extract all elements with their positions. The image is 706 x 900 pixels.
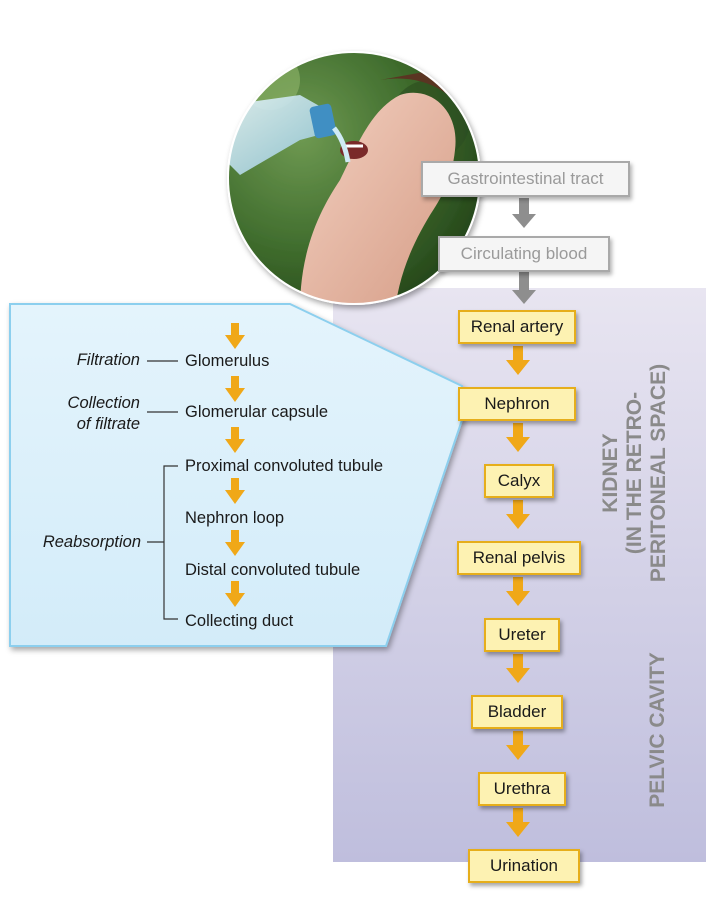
reabsorption-label: Reabsorption <box>42 533 141 551</box>
label-connector-lines <box>147 360 178 620</box>
kidney-label-line3: PERITONEAL SPACE) <box>647 363 670 583</box>
step-glomerulus: Glomerulus <box>185 352 270 370</box>
circulating-blood-box: Circulating blood <box>438 236 610 272</box>
pelvic-cavity-label: PELVIC CAVITY <box>646 652 669 808</box>
step-nephron-loop: Nephron loop <box>185 509 285 527</box>
bladder-label: Bladder <box>487 702 547 721</box>
renal-pelvis-box: Renal pelvis <box>457 541 581 575</box>
filtration-label: Filtration <box>76 351 140 369</box>
renal-pelvis-label: Renal pelvis <box>472 548 566 567</box>
urethra-label: Urethra <box>493 779 551 798</box>
ureter-box: Ureter <box>484 618 560 652</box>
nephron-flow-arrows <box>225 323 245 607</box>
step-glomerular-capsule: Glomerular capsule <box>185 403 329 421</box>
main-flow-arrows <box>506 346 530 837</box>
gastrointestinal-tract-box: Gastrointestinal tract <box>421 161 630 197</box>
step-collecting-duct: Collecting duct <box>185 612 294 630</box>
nephron-box: Nephron <box>458 387 576 421</box>
renal-artery-box: Renal artery <box>458 310 576 344</box>
gray-flow-arrows <box>512 198 536 304</box>
kidney-label-line1: KIDNEY <box>599 433 622 513</box>
bladder-box: Bladder <box>471 695 563 729</box>
collection-label-line1: Collection <box>67 394 140 412</box>
collection-label-line2: of filtrate <box>76 415 140 433</box>
calyx-box: Calyx <box>484 464 554 498</box>
calyx-label: Calyx <box>497 471 541 490</box>
gastrointestinal-tract-label: Gastrointestinal tract <box>447 169 604 188</box>
urination-box: Urination <box>468 849 580 883</box>
circulating-blood-label: Circulating blood <box>460 244 588 263</box>
step-distal-convoluted-tubule: Distal convoluted tubule <box>185 561 361 579</box>
kidney-label-line2: (IN THE RETRO- <box>623 391 646 555</box>
step-proximal-convoluted-tubule: Proximal convoluted tubule <box>185 457 384 475</box>
urethra-box: Urethra <box>478 772 566 806</box>
nephron-label: Nephron <box>484 394 550 413</box>
urination-label: Urination <box>489 856 559 875</box>
renal-artery-label: Renal artery <box>470 317 564 336</box>
kidney-region-label: KIDNEY (IN THE RETRO- PERITONEAL SPACE) <box>599 348 671 598</box>
ureter-label: Ureter <box>498 625 546 644</box>
